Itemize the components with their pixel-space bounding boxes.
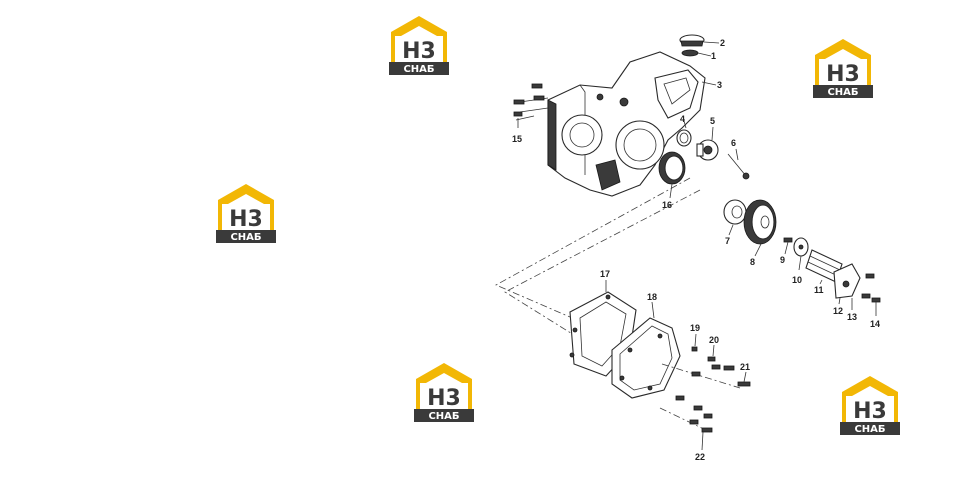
watermark-logo: H3 СНАБ [414, 363, 474, 422]
callout-21: 21 [740, 362, 750, 372]
part-o-ring [676, 129, 692, 147]
watermark-logo: H3 СНАБ [840, 376, 900, 435]
logo-caption: СНАБ [230, 232, 261, 243]
callout-1: 1 [711, 51, 716, 61]
part-screws [861, 273, 881, 303]
callout-10: 10 [792, 275, 802, 285]
callout-8: 8 [750, 257, 755, 267]
callout-labels: 1 2 3 4 5 6 7 8 9 10 11 12 13 14 15 16 1… [512, 38, 880, 462]
logo-mark: H3 [229, 207, 263, 232]
callout-13: 13 [847, 312, 857, 322]
part-fasteners [659, 346, 751, 433]
callout-2: 2 [720, 38, 725, 48]
callout-19: 19 [690, 323, 700, 333]
callout-17: 17 [600, 269, 610, 279]
part-studs [513, 83, 549, 121]
callout-14: 14 [870, 319, 880, 329]
callout-7: 7 [725, 236, 730, 246]
assembly-guide-lines [495, 177, 701, 346]
callout-18: 18 [647, 292, 657, 302]
logo-mark: H3 [402, 39, 436, 64]
part-cap-seal [681, 49, 699, 57]
callout-11: 11 [814, 285, 824, 295]
callout-6: 6 [731, 138, 736, 148]
callout-16: 16 [662, 200, 672, 210]
logo-caption: СНАБ [854, 424, 885, 435]
logo-caption: СНАБ [827, 87, 858, 98]
part-washer [793, 237, 809, 257]
callout-22: 22 [695, 452, 705, 462]
callout-5: 5 [710, 116, 715, 126]
part-cover-plate [833, 263, 861, 299]
callout-4: 4 [680, 114, 685, 124]
callout-15: 15 [512, 134, 522, 144]
logo-mark: H3 [826, 62, 860, 87]
part-front-cover [611, 317, 681, 399]
logo-caption: СНАБ [428, 411, 459, 422]
watermark-logo: H3 СНАБ [389, 16, 449, 75]
watermark-logo: H3 СНАБ [813, 39, 873, 98]
part-gear-housing [547, 51, 706, 197]
callout-12: 12 [833, 306, 843, 316]
callout-9: 9 [780, 255, 785, 265]
logo-mark: H3 [853, 399, 887, 424]
logo-caption: СНАБ [403, 64, 434, 75]
logo-mark: H3 [427, 386, 461, 411]
watermark-logo: H3 СНАБ [216, 184, 276, 243]
callout-20: 20 [709, 335, 719, 345]
part-bolt [727, 153, 750, 180]
part-oil-seal [658, 151, 686, 185]
part-pin [783, 237, 793, 243]
leader-lines [517, 41, 877, 451]
part-sensor [696, 139, 719, 161]
part-gear [743, 199, 777, 245]
part-cap [679, 34, 705, 47]
callout-3: 3 [717, 80, 722, 90]
part-hub [723, 199, 747, 225]
